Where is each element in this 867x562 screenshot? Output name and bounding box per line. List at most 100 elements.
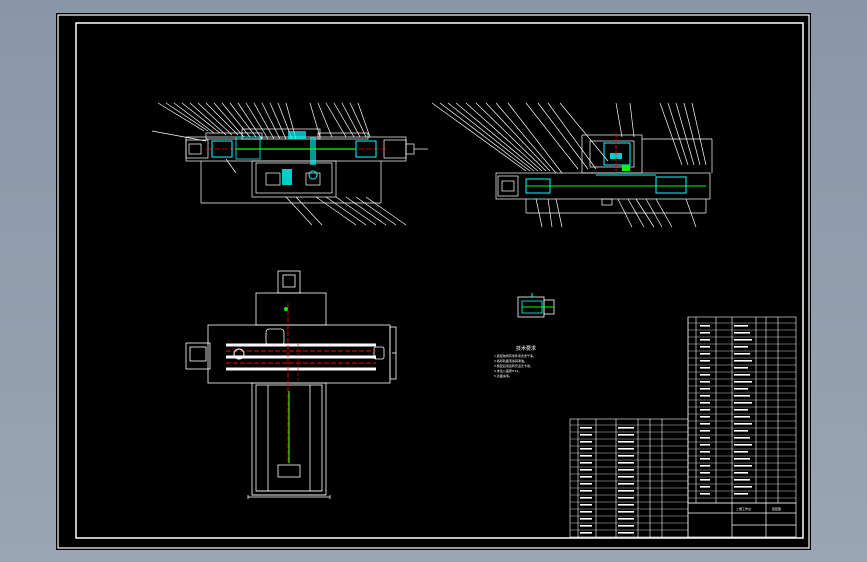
table-cell-text xyxy=(618,448,634,450)
table-cell-text xyxy=(734,388,748,390)
table-cell-text xyxy=(580,532,592,534)
table-cell-text xyxy=(700,472,710,474)
table-cell-text xyxy=(734,423,752,425)
table-cell-text xyxy=(734,472,748,474)
table-cell-text xyxy=(580,483,592,485)
table-cell-text xyxy=(734,465,752,467)
table-cell-text xyxy=(734,402,752,404)
table-cell-text xyxy=(734,416,750,418)
table-cell-text xyxy=(700,388,710,390)
table-cell-text xyxy=(618,490,634,492)
side-view-leaders-top xyxy=(431,102,707,174)
table-cell-text xyxy=(580,497,592,499)
table-cell-text xyxy=(734,374,750,376)
table-cell-text xyxy=(700,353,710,355)
title-block-title: 二维工作台 xyxy=(736,507,752,511)
table-cell-text xyxy=(580,504,592,506)
title-block xyxy=(687,502,797,538)
tech-note-5: 5.表面涂漆。 xyxy=(494,374,512,378)
table-cell-text xyxy=(734,444,752,446)
table-cell-text xyxy=(618,469,634,471)
table-cell-text xyxy=(734,486,752,488)
table-cell-text xyxy=(700,367,710,369)
table-cell-text xyxy=(700,458,710,460)
table-cell-text xyxy=(618,525,634,527)
table-cell-text xyxy=(700,409,710,411)
front-view-details xyxy=(211,131,377,185)
table-cell-text xyxy=(618,427,634,429)
table-cell-text xyxy=(580,448,592,450)
table-cell-text xyxy=(618,441,634,443)
table-cell-text xyxy=(734,479,750,481)
table-cell-text xyxy=(580,518,592,520)
side-view xyxy=(431,102,713,228)
bom-lower-table xyxy=(569,418,689,538)
table-cell-text xyxy=(700,402,710,404)
title-block-drawing-label: 装配图 xyxy=(772,507,782,511)
table-cell-text xyxy=(618,476,634,478)
drawing-viewport[interactable]: 技术要求 1.装配前所有零件须清洗干净。 2.各导轨面须涂润滑油。 3.装配后须… xyxy=(56,13,811,550)
table-cell-text xyxy=(580,525,592,527)
table-cell-text xyxy=(618,504,634,506)
tech-note-4: 4.未注公差按IT12。 xyxy=(494,369,522,373)
table-cell-text xyxy=(618,511,634,513)
top-view-details xyxy=(226,303,376,463)
table-cell-text xyxy=(734,346,748,348)
table-cell-text xyxy=(700,479,710,481)
table-cell-text xyxy=(700,374,710,376)
table-cell-text xyxy=(734,353,750,355)
table-cell-text xyxy=(700,451,710,453)
table-cell-text xyxy=(618,497,634,499)
tech-note-1: 1.装配前所有零件须清洗干净。 xyxy=(494,354,536,358)
top-view xyxy=(185,270,397,499)
table-cell-text xyxy=(734,325,748,327)
table-cell-text xyxy=(700,332,710,334)
table-cell-text xyxy=(700,486,710,488)
table-cell-text xyxy=(618,532,634,534)
table-cell-text xyxy=(580,455,592,457)
table-cell-text xyxy=(580,469,592,471)
tech-notes-heading: 技术要求 xyxy=(516,346,537,352)
front-view-leaders-top xyxy=(151,102,371,142)
table-cell-text xyxy=(580,441,592,443)
table-cell-text xyxy=(618,483,634,485)
table-cell-text xyxy=(618,434,634,436)
table-cell-text xyxy=(734,493,748,495)
table-cell-text xyxy=(734,339,752,341)
table-cell-text xyxy=(700,437,710,439)
table-cell-text xyxy=(580,462,592,464)
tech-note-2: 2.各导轨面须涂润滑油。 xyxy=(494,359,527,363)
table-cell-text xyxy=(734,381,752,383)
bom-upper-rows xyxy=(688,322,796,499)
table-cell-text xyxy=(700,381,710,383)
cad-canvas[interactable] xyxy=(56,13,811,550)
table-cell-text xyxy=(734,409,748,411)
table-cell-text xyxy=(580,476,592,478)
table-text-blocks xyxy=(580,325,752,534)
table-cell-text xyxy=(618,518,634,520)
table-cell-text xyxy=(700,430,710,432)
table-cell-text xyxy=(734,395,750,397)
table-cell-text xyxy=(580,490,592,492)
table-cell-text xyxy=(700,444,710,446)
outer-border xyxy=(57,14,810,549)
table-cell-text xyxy=(734,360,752,362)
table-cell-text xyxy=(734,458,750,460)
table-cell-text xyxy=(580,434,592,436)
table-cell-text xyxy=(700,465,710,467)
table-cell-text xyxy=(700,360,710,362)
table-cell-text xyxy=(700,423,710,425)
table-cell-text xyxy=(580,511,592,513)
table-cell-text xyxy=(734,430,748,432)
table-cell-text xyxy=(618,462,634,464)
table-cell-text xyxy=(700,416,710,418)
table-cell-text xyxy=(700,395,710,397)
table-cell-text xyxy=(734,437,750,439)
tech-note-3: 3.装配后须运转灵活无卡滞。 xyxy=(494,364,533,368)
table-cell-text xyxy=(618,455,634,457)
table-cell-text xyxy=(734,367,748,369)
detail-view xyxy=(517,293,555,318)
table-cell-text xyxy=(700,493,710,495)
table-cell-text xyxy=(700,346,710,348)
table-cell-text xyxy=(734,332,750,334)
